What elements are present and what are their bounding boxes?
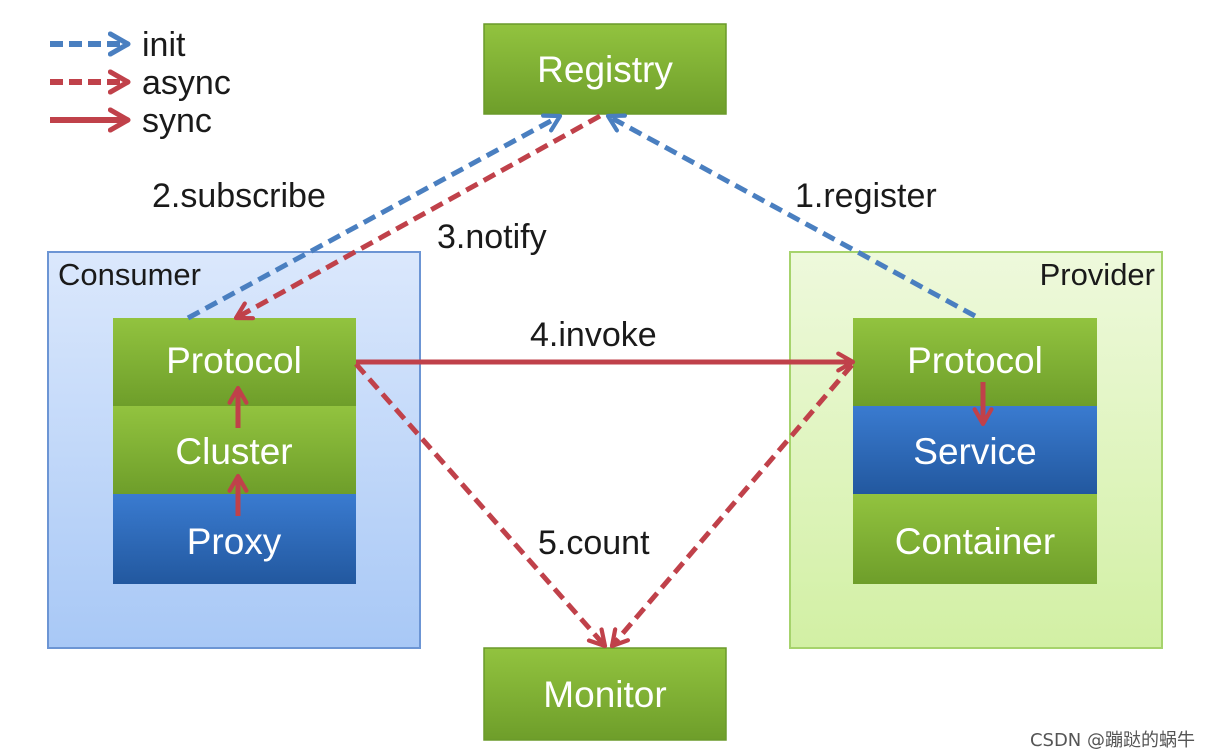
- registry-label: Registry: [537, 49, 673, 90]
- consumer-title: Consumer: [58, 257, 201, 292]
- monitor-node: Monitor: [483, 647, 727, 741]
- provider-title: Provider: [1040, 257, 1155, 292]
- provider-container: Provider Protocol Service Container: [789, 251, 1163, 649]
- provider-count-arrow: [609, 363, 854, 649]
- watermark: CSDN @蹦跶的蜗牛: [1030, 730, 1195, 751]
- legend: init async sync: [50, 26, 231, 140]
- monitor-label: Monitor: [543, 674, 666, 715]
- consumer-proxy: Proxy: [187, 521, 282, 562]
- registry-node: Registry: [483, 23, 727, 115]
- legend-async-label: async: [142, 64, 231, 102]
- subscribe-arrow: [186, 113, 563, 321]
- count-label: 5.count: [538, 524, 650, 562]
- register-label: 1.register: [795, 177, 937, 215]
- legend-init-label: init: [142, 26, 186, 64]
- consumer-cluster: Cluster: [175, 431, 292, 472]
- provider-service: Service: [913, 431, 1036, 472]
- consumer-count-arrow: [354, 362, 608, 649]
- legend-sync-label: sync: [142, 102, 212, 140]
- notify-label: 3.notify: [437, 218, 547, 256]
- provider-container-label: Container: [895, 521, 1055, 562]
- register-arrow: [605, 113, 977, 319]
- provider-protocol: Protocol: [907, 340, 1043, 381]
- consumer-container: Consumer Protocol Cluster Proxy: [47, 251, 421, 649]
- consumer-protocol: Protocol: [166, 340, 302, 381]
- invoke-label: 4.invoke: [530, 316, 657, 354]
- notify-arrow: [233, 113, 602, 321]
- subscribe-label: 2.subscribe: [152, 177, 326, 215]
